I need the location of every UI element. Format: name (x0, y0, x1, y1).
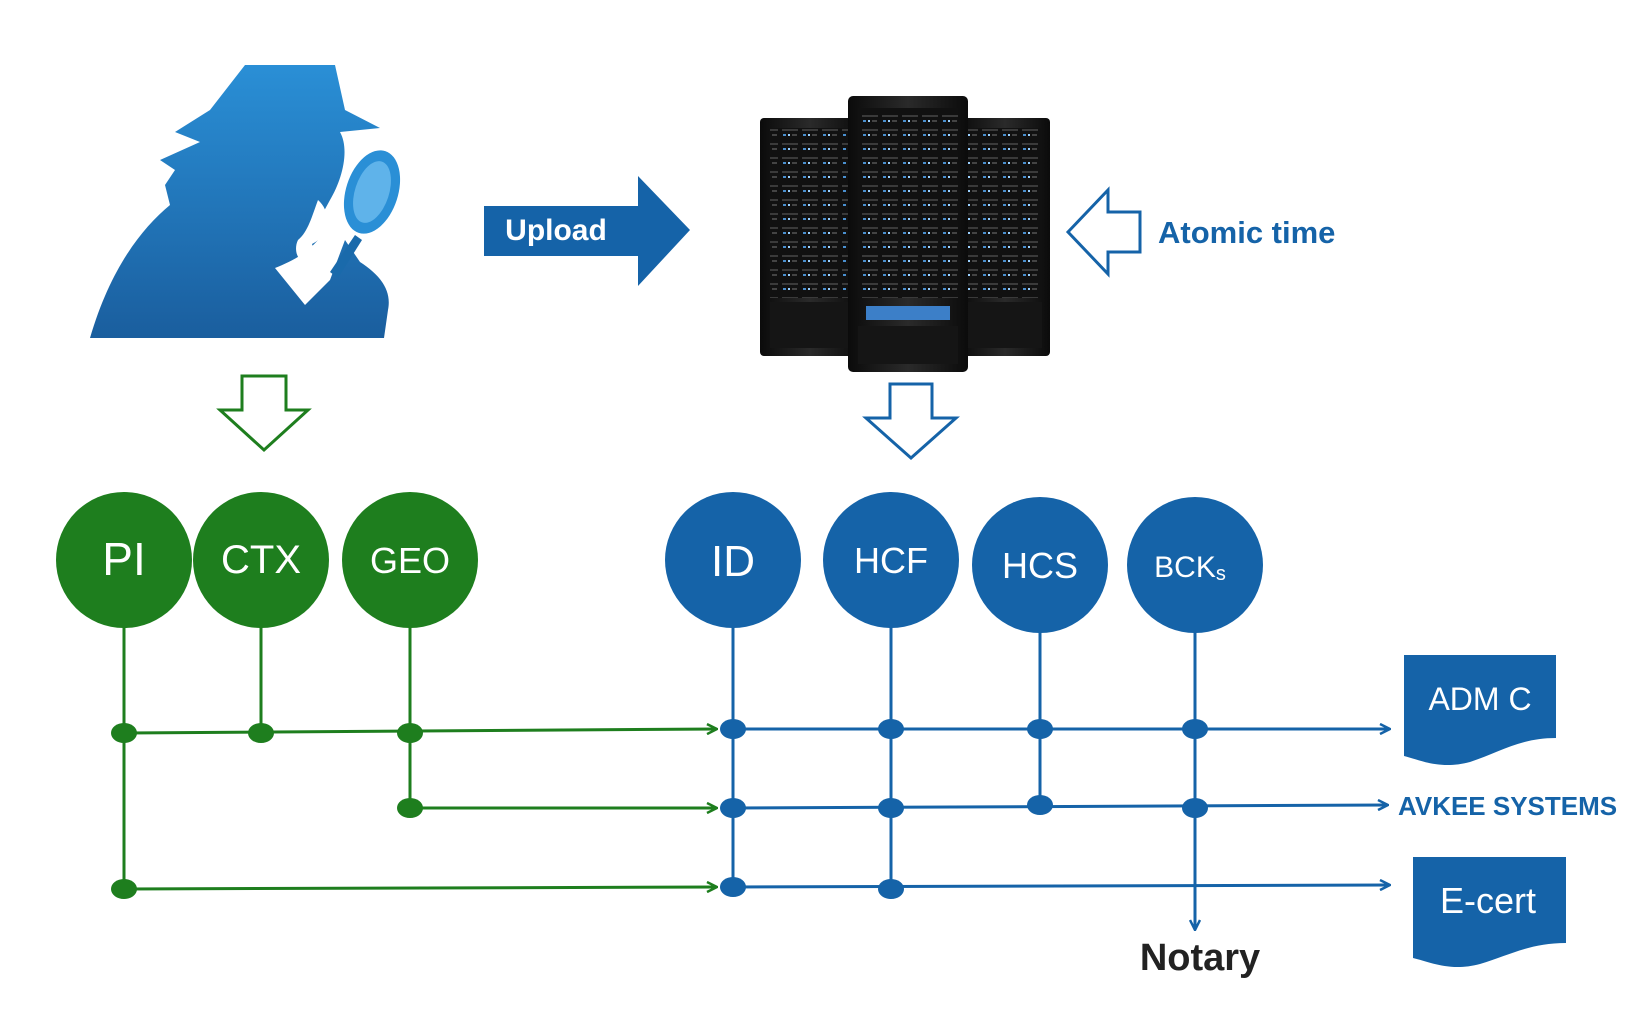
e-cert-label: E-cert (1440, 880, 1536, 921)
adm-c-label: ADM C (1428, 681, 1531, 717)
avkee-systems-label: AVKEE SYSTEMS (1398, 791, 1617, 821)
node-hcs: HCS (972, 497, 1108, 633)
node-hcf: HCF (823, 492, 959, 628)
node-pi-label: PI (102, 533, 145, 585)
blue-junctions (720, 719, 1208, 899)
node-pi: PI (56, 492, 192, 628)
down-arrow-right-icon (862, 382, 960, 461)
down-arrow-left-icon (216, 374, 312, 453)
node-bcks: BCKs (1127, 497, 1263, 633)
upload-label: Upload (505, 214, 607, 247)
detective-silhouette-icon (90, 65, 401, 338)
node-geo: GEO (342, 492, 478, 628)
node-ctx-label: CTX (221, 538, 301, 582)
upload-arrow: Upload (484, 176, 690, 286)
node-hcs-label: HCS (1002, 545, 1078, 586)
adm-c-document: ADM C (1404, 655, 1556, 766)
node-bcks-label: BCKs (1154, 551, 1226, 585)
notary-label: Notary (1140, 937, 1260, 979)
node-id-label: ID (711, 537, 755, 586)
node-hcf-label: HCF (854, 540, 928, 581)
atomic-time-arrow (1065, 186, 1142, 278)
node-ctx: CTX (193, 492, 329, 628)
e-cert-document: E-cert (1413, 857, 1566, 968)
atomic-time-label: Atomic time (1158, 215, 1335, 250)
green-junctions (111, 723, 423, 899)
server-rack-icon (760, 96, 1050, 372)
node-geo-label: GEO (370, 540, 450, 581)
node-id: ID (665, 492, 801, 628)
